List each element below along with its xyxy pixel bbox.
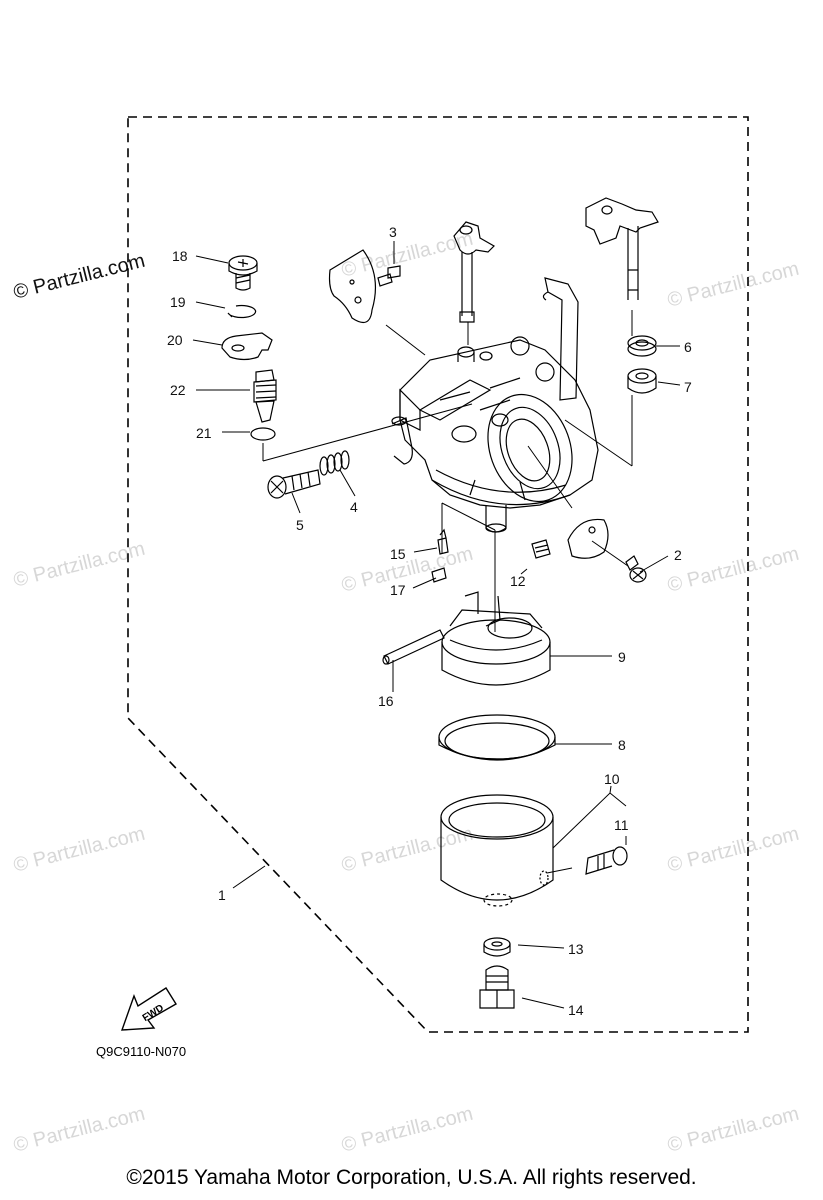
part-10-float-bowl (440, 794, 554, 907)
callout-13: 13 (568, 941, 584, 957)
part-5-screw (267, 469, 321, 499)
callout-17: 17 (390, 582, 406, 598)
part-14-drain-screw (479, 965, 515, 1009)
callout-7: 7 (684, 379, 692, 395)
callout-2: 2 (674, 547, 682, 563)
callout-19: 19 (170, 294, 186, 310)
part-4-spring (319, 450, 350, 476)
callout-16: 16 (378, 693, 394, 709)
part-8-gasket (438, 714, 556, 761)
copyright-notice: ©2015 Yamaha Motor Corporation, U.S.A. A… (126, 1166, 697, 1189)
carburetor-body (391, 277, 599, 533)
assembly-boundary (127, 116, 749, 1033)
part-12-jet (531, 539, 551, 559)
part-6-seal (627, 335, 657, 357)
part-15-needle (437, 528, 449, 555)
callout-12: 12 (510, 573, 526, 589)
part-3-screw (377, 265, 401, 287)
part-19-lockwasher (227, 304, 257, 319)
callout-14: 14 (568, 1002, 584, 1018)
callout-22: 22 (170, 382, 186, 398)
callout-15: 15 (390, 546, 406, 562)
part-2-screw (625, 555, 647, 583)
callout-10: 10 (604, 771, 620, 787)
callout-3: 3 (389, 224, 397, 240)
callout-11: 11 (614, 817, 629, 833)
fwd-arrow (120, 987, 177, 1031)
part-9-float (441, 591, 551, 686)
part-21-oring (250, 427, 276, 441)
part-18-screw (228, 255, 258, 291)
callout-5: 5 (296, 517, 304, 533)
part-22-pilot-screw (253, 369, 277, 423)
callout-1: 1 (218, 887, 226, 903)
callout-9: 9 (618, 649, 626, 665)
choke-shaft (585, 197, 659, 300)
callout-6: 6 (684, 339, 692, 355)
callout-4: 4 (350, 499, 358, 515)
diagram-code: Q9C9110-N070 (96, 1044, 187, 1059)
callout-8: 8 (618, 737, 626, 753)
part-7-seal (627, 368, 657, 394)
part-20-bracket (221, 332, 273, 361)
throttle-disk (567, 518, 609, 559)
fwd-label: FWD (141, 1003, 166, 1024)
part-16-pin (382, 629, 445, 665)
leader-lines (192, 241, 681, 1009)
callout-18: 18 (172, 248, 188, 264)
part-17-clip (431, 567, 447, 583)
part-13-washer (483, 937, 511, 957)
part-11-screw (585, 846, 628, 875)
callout-20: 20 (167, 332, 183, 348)
throttle-shaft (453, 221, 495, 323)
choke-plate (328, 249, 377, 324)
callout-21: 21 (196, 425, 212, 441)
